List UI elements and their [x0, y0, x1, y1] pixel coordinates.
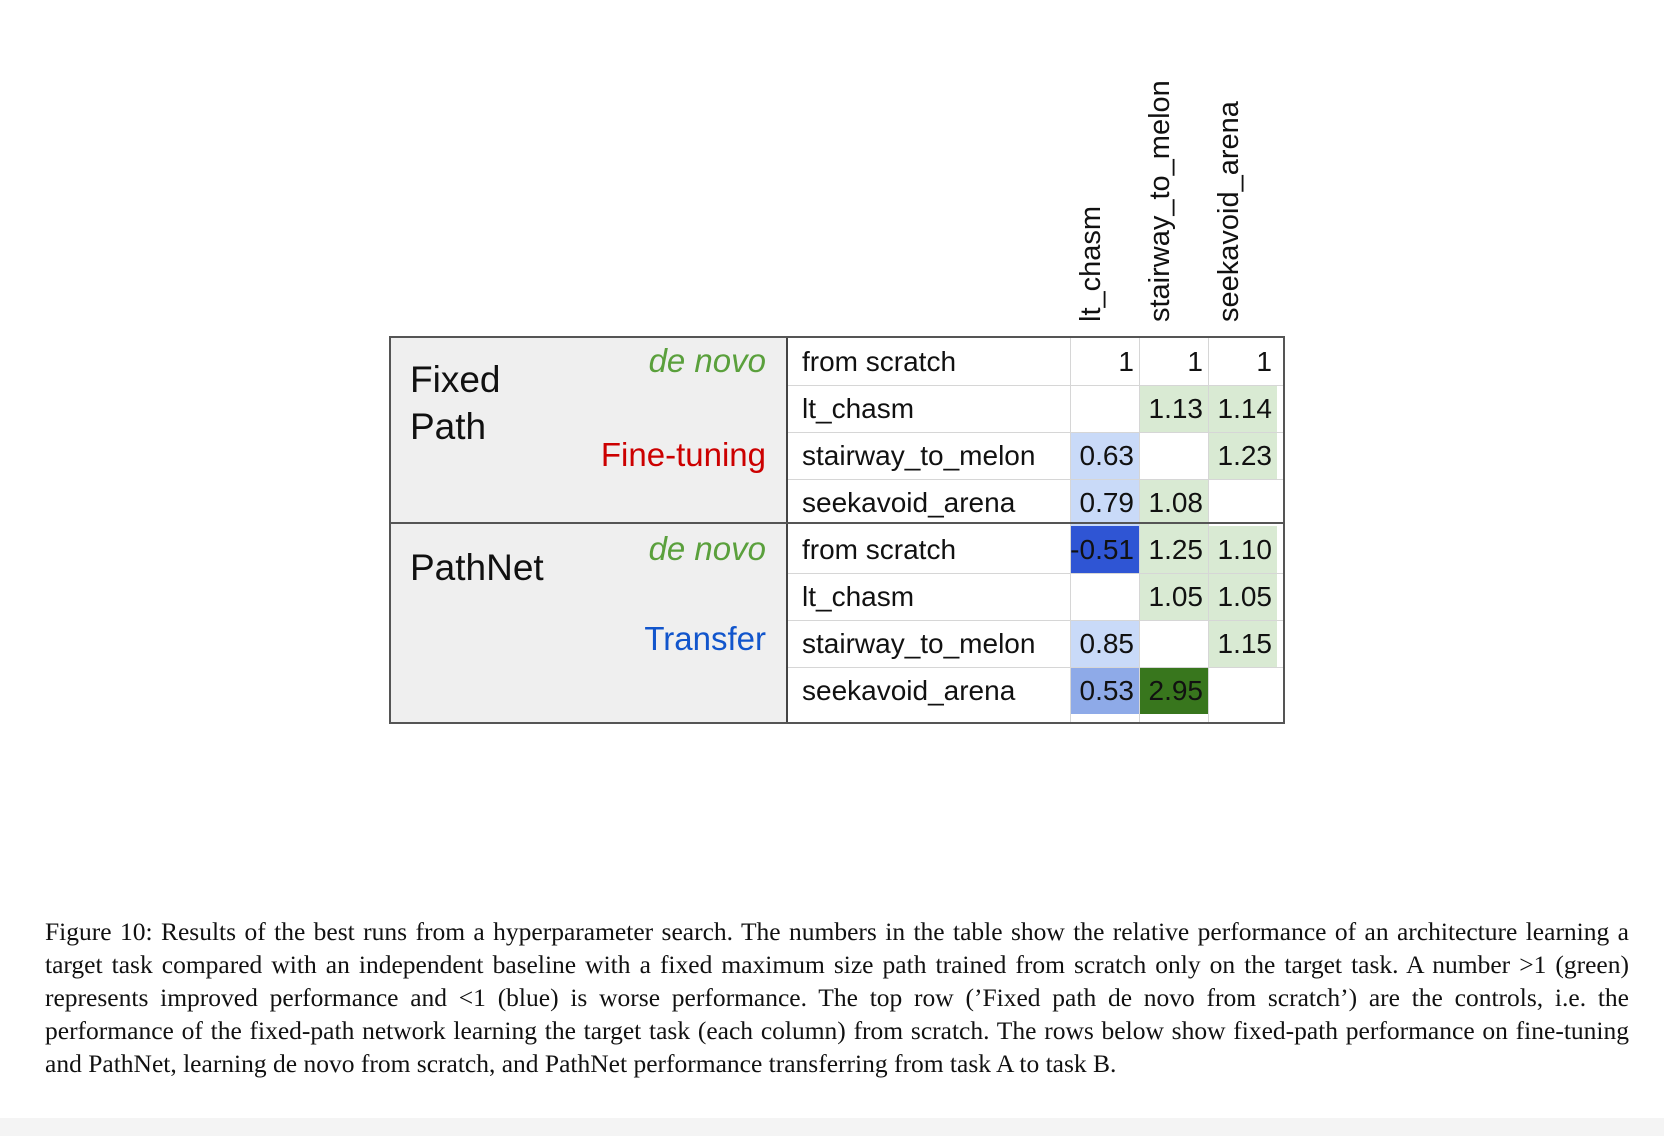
column-gridline	[1139, 338, 1140, 722]
column-header: seekavoid_arena	[1213, 101, 1245, 322]
value-cell: 1.25	[1139, 526, 1208, 573]
value-cell: 0.79	[1070, 479, 1139, 526]
row-gridline	[788, 479, 1283, 480]
value-cell: -0.51	[1070, 526, 1139, 573]
figure-caption: Figure 10: Results of the best runs from…	[45, 917, 1629, 1078]
value-cell: 1	[1256, 346, 1272, 377]
row-gridline	[788, 573, 1283, 574]
value-cell: 0.63	[1070, 432, 1139, 479]
value-cell: 1.23	[1208, 432, 1277, 479]
source-label: lt_chasm	[802, 581, 915, 612]
method-label-de-novo: de novo	[648, 342, 766, 379]
column-header: stairway_to_melon	[1144, 80, 1176, 322]
value-cell: 1.08	[1139, 479, 1208, 526]
source-label: stairway_to_melon	[802, 628, 1036, 659]
value-cell: 1.14	[1208, 385, 1277, 432]
group-divider	[389, 522, 1285, 524]
row-gridline	[788, 620, 1283, 621]
value-cell: 1	[1187, 346, 1203, 377]
row-gridline	[788, 385, 1283, 386]
value-cell: 1.13	[1139, 385, 1208, 432]
column-header: lt_chasm	[1075, 205, 1107, 322]
method-label-transfer: Transfer	[644, 620, 766, 657]
value-cell: 1.15	[1208, 620, 1277, 667]
page-bottom-edge	[0, 1118, 1664, 1136]
row-gridline	[788, 667, 1283, 668]
source-label: seekavoid_arena	[802, 675, 1016, 706]
value-cell: 0.85	[1070, 620, 1139, 667]
value-cell: 1	[1118, 346, 1134, 377]
group-label-line: Fixed	[410, 359, 501, 400]
row-gridline	[788, 432, 1283, 433]
value-cell: 1.05	[1139, 573, 1208, 620]
results-table-figure: lt_chasm stairway_to_melon seekavoid_are…	[389, 80, 1285, 724]
pathnet-panel	[391, 524, 786, 722]
value-cell: 0.53	[1070, 667, 1139, 714]
source-label: from scratch	[802, 534, 957, 565]
fixed-path-panel	[391, 338, 786, 522]
source-label: stairway_to_melon	[802, 440, 1036, 471]
value-cell: 2.95	[1139, 667, 1208, 714]
column-gridline	[1070, 338, 1071, 722]
value-cell: 1.05	[1208, 573, 1277, 620]
value-cell: 1.10	[1208, 526, 1277, 573]
method-label-de-novo: de novo	[648, 530, 766, 567]
method-label-fine-tuning: Fine-tuning	[600, 436, 766, 473]
group-label-fixed-path: Fixed Path	[410, 356, 500, 450]
source-label: from scratch	[802, 346, 957, 377]
group-label-line: Path	[410, 406, 487, 447]
label-separator	[786, 338, 788, 722]
source-label: seekavoid_arena	[802, 487, 1016, 518]
group-label-pathnet: PathNet	[410, 547, 544, 588]
column-gridline	[1208, 338, 1209, 722]
table-frame	[389, 336, 1285, 724]
source-label: lt_chasm	[802, 393, 915, 424]
